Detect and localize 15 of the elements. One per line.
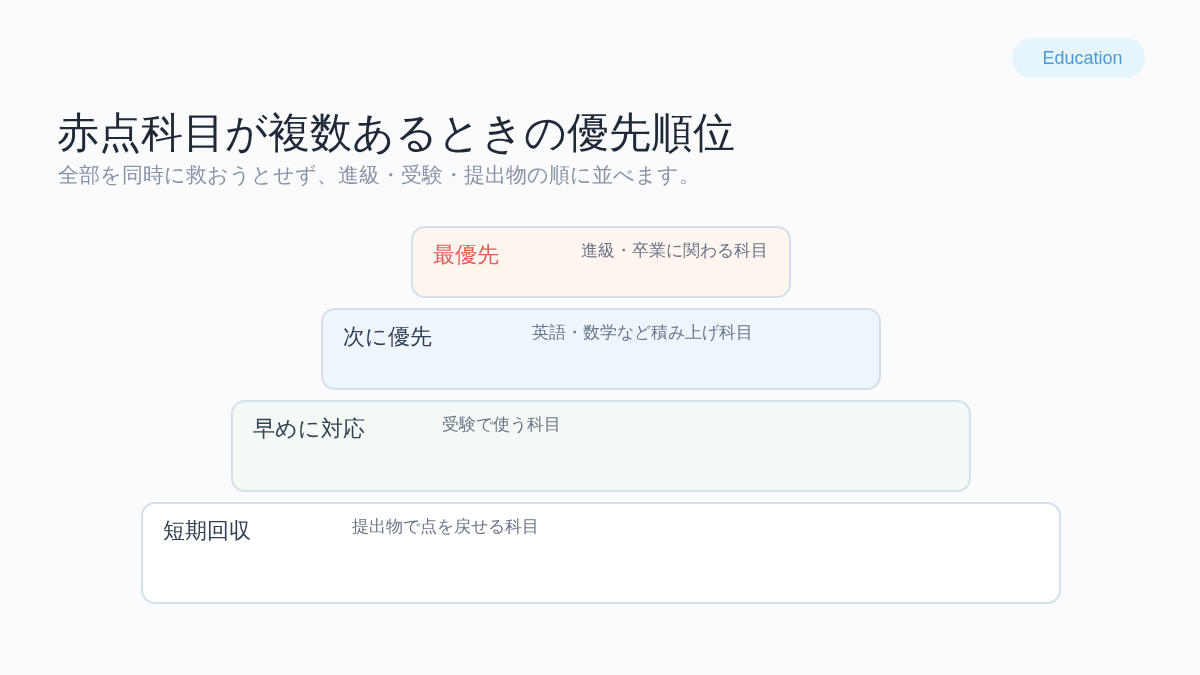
tier-description: 進級・卒業に関わる科目 bbox=[581, 240, 768, 262]
tier-heading: 次に優先 bbox=[343, 323, 432, 351]
tier-box bbox=[141, 502, 1061, 604]
tier-heading: 最優先 bbox=[433, 241, 499, 269]
tier-description: 提出物で点を戻せる科目 bbox=[352, 516, 539, 538]
tier-box bbox=[321, 308, 881, 390]
tier-description: 受験で使う科目 bbox=[442, 414, 561, 436]
category-tag: Education bbox=[1012, 38, 1145, 78]
tier-heading: 早めに対応 bbox=[253, 415, 365, 443]
tier-description: 英語・数学など積み上げ科目 bbox=[532, 322, 753, 344]
slide-title: 赤点科目が複数あるときの優先順位 bbox=[57, 108, 735, 158]
tier-box bbox=[231, 400, 971, 492]
subtitle: 全部を同時に救おうとせず、進級・受験・提出物の順に並べます。 bbox=[58, 162, 700, 188]
tier-heading: 短期回収 bbox=[163, 517, 251, 545]
tier-box bbox=[411, 226, 791, 298]
